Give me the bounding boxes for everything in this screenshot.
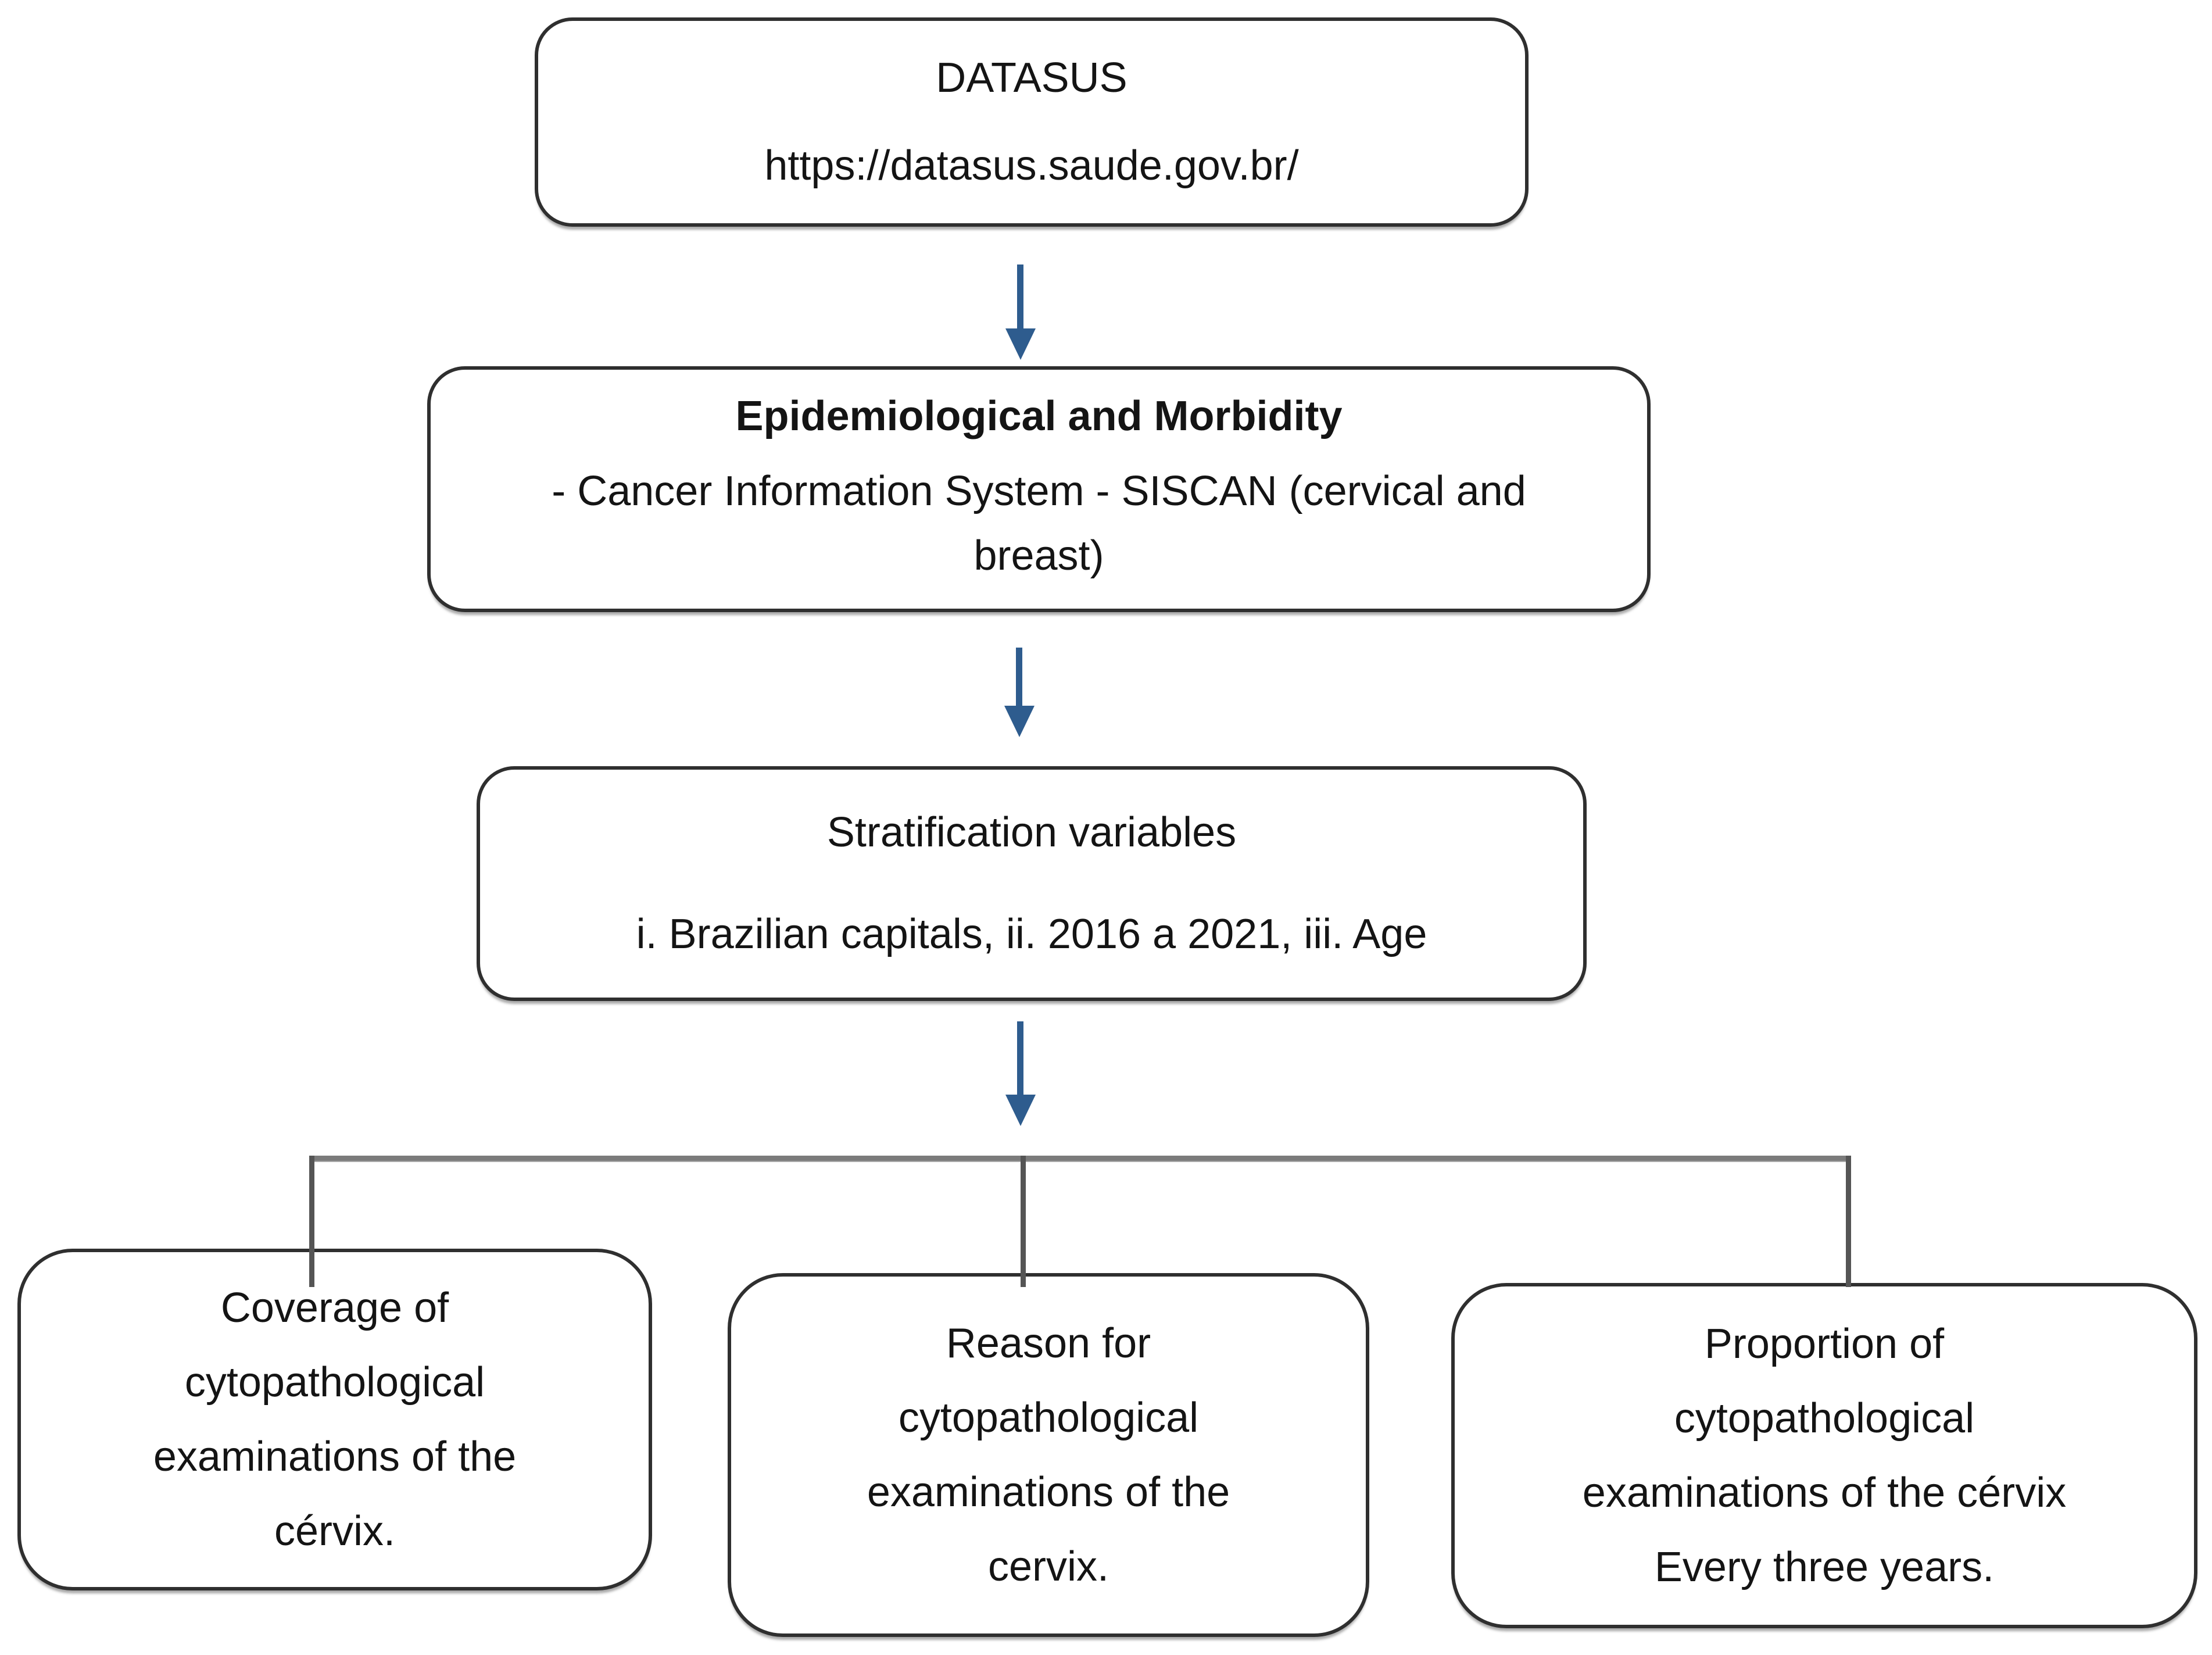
down-arrow-3-icon: [1005, 1021, 1036, 1126]
node-proportion: Proportion of cytopathological examinati…: [1451, 1283, 2197, 1628]
datasus-title: DATASUS: [936, 54, 1128, 101]
branch-connector-right: [1846, 1156, 1851, 1287]
node-siscan: Epidemiological and Morbidity - Cancer I…: [427, 366, 1651, 612]
node-coverage: Coverage of cytopathological examination…: [17, 1249, 652, 1590]
proportion-text: Proportion of cytopathological examinati…: [1582, 1320, 2067, 1591]
node-reason: Reason for cytopathological examinations…: [728, 1273, 1369, 1637]
node-datasus: DATASUS https://datasus.saude.gov.br/: [535, 17, 1529, 227]
down-arrow-2-icon: [1004, 648, 1035, 737]
stratification-title: Stratification variables: [826, 809, 1237, 856]
siscan-body: - Cancer Information System - SISCAN (ce…: [552, 467, 1526, 580]
datasus-url: https://datasus.saude.gov.br/: [764, 142, 1299, 189]
stratification-items: i. Brazilian capitals, ii. 2016 a 2021, …: [636, 911, 1427, 957]
branch-connector-center: [1021, 1156, 1026, 1287]
branch-connector-left: [309, 1156, 314, 1287]
branch-connector-bar: [310, 1156, 1851, 1161]
reason-text: Reason for cytopathological examinations…: [867, 1320, 1230, 1590]
coverage-text: Coverage of cytopathological examination…: [153, 1284, 517, 1555]
node-stratification: Stratification variables i. Brazilian ca…: [477, 766, 1587, 1001]
down-arrow-1-icon: [1005, 264, 1036, 360]
siscan-heading: Epidemiological and Morbidity: [735, 393, 1343, 440]
